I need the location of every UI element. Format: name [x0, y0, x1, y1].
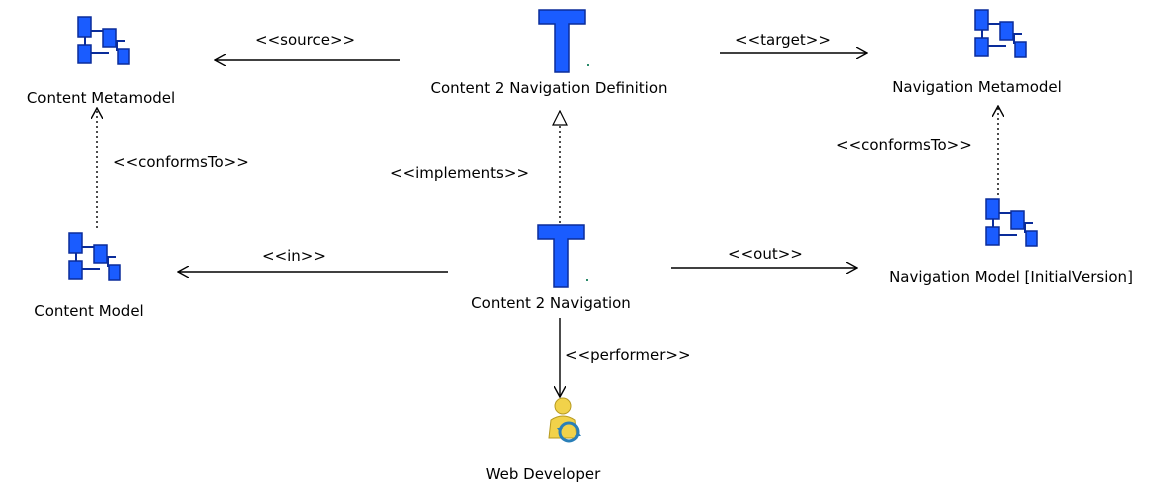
edge-label-conforms-left: <<conformsTo>> [113, 153, 249, 171]
edge-label-source: <<source>> [255, 31, 356, 49]
edge-label-implements: <<implements>> [390, 164, 530, 182]
edge-label-performer: <<performer>> [565, 346, 691, 364]
c2n-definition-label: Content 2 Navigation Definition [430, 79, 668, 97]
navigation-metamodel-label: Navigation Metamodel [892, 78, 1062, 96]
c2n-label: Content 2 Navigation [471, 294, 631, 312]
web-developer-worker-icon [548, 397, 581, 443]
c2n-definition-transformation-icon [538, 9, 590, 73]
content-model-label: Content Model [34, 302, 144, 320]
edge-label-conforms-right: <<conformsTo>> [836, 136, 972, 154]
c2n-transformation-icon [537, 224, 589, 288]
edge-label-in: <<in>> [262, 247, 326, 265]
navigation-metamodel-model-icon [974, 9, 1027, 58]
web-developer-label: Web Developer [485, 465, 601, 483]
edge-label-out: <<out>> [728, 245, 803, 263]
content-model-model-icon [68, 232, 121, 281]
content-metamodel-label: Content Metamodel [26, 89, 176, 107]
content-metamodel-model-icon [77, 16, 130, 65]
navigation-model-model-icon [985, 198, 1038, 247]
navigation-model-label: Navigation Model [InitialVersion] [889, 268, 1133, 286]
edge-label-target: <<target>> [735, 31, 831, 49]
